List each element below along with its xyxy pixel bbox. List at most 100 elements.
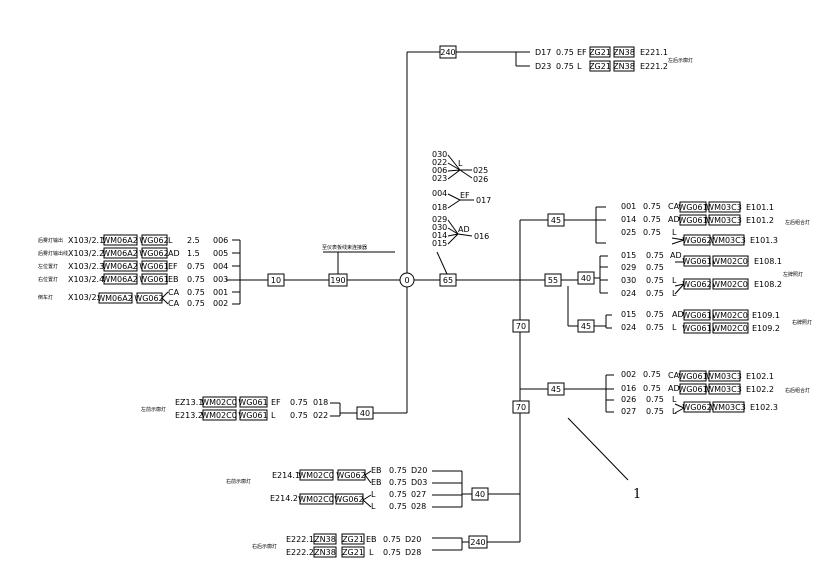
svg-text:0.75: 0.75 xyxy=(389,490,407,499)
svg-text:L: L xyxy=(271,411,276,420)
svg-text:0.75: 0.75 xyxy=(383,548,401,557)
svg-text:ZN38: ZN38 xyxy=(613,62,635,71)
svg-text:L: L xyxy=(672,228,677,237)
svg-text:WG062: WG062 xyxy=(336,471,365,480)
svg-text:CA: CA xyxy=(168,299,180,308)
svg-text:026: 026 xyxy=(473,175,488,184)
svg-text:030: 030 xyxy=(432,223,447,232)
svg-text:016: 016 xyxy=(621,384,636,393)
svg-text:EZ13.1: EZ13.1 xyxy=(175,398,203,407)
svg-text:E221.2: E221.2 xyxy=(640,62,668,71)
svg-text:WG062: WG062 xyxy=(334,495,363,504)
e108-caption: 左牌照灯 xyxy=(783,271,803,278)
svg-text:022: 022 xyxy=(313,411,328,420)
svg-text:006: 006 xyxy=(213,236,228,245)
svg-text:0.75: 0.75 xyxy=(389,502,407,511)
svg-text:后雾灯输出: 后雾灯输出 xyxy=(38,237,63,244)
node-190: 190 xyxy=(328,273,348,287)
svg-text:D20: D20 xyxy=(411,466,427,475)
svg-text:WM02C0: WM02C0 xyxy=(201,411,237,420)
svg-text:WM03C3: WM03C3 xyxy=(706,372,742,381)
svg-text:AD: AD xyxy=(672,310,684,319)
svg-text:018: 018 xyxy=(313,398,328,407)
callout-label: 1 xyxy=(633,487,641,502)
svg-text:CA: CA xyxy=(668,371,680,380)
e101-caption: 左后组合灯 xyxy=(785,219,810,226)
svg-text:L: L xyxy=(672,395,677,404)
svg-text:ZN38: ZN38 xyxy=(314,548,336,557)
svg-text:WG061: WG061 xyxy=(682,257,711,266)
svg-text:WM06A2: WM06A2 xyxy=(102,275,138,284)
svg-text:0.75: 0.75 xyxy=(643,228,661,237)
svg-text:WG062: WG062 xyxy=(682,403,711,412)
middle-connector-label: 至仪表板线束连接器 xyxy=(322,244,367,251)
svg-text:0.75: 0.75 xyxy=(646,263,664,272)
svg-text:WG061: WG061 xyxy=(678,372,707,381)
node-40-left: 40 xyxy=(356,406,374,420)
svg-text:WM02C0: WM02C0 xyxy=(712,280,748,289)
svg-text:WM02C0: WM02C0 xyxy=(298,471,334,480)
svg-text:EB: EB xyxy=(168,275,179,284)
svg-text:右位置灯: 右位置灯 xyxy=(38,276,58,283)
node-70-a: 70 xyxy=(512,319,530,333)
svg-text:240: 240 xyxy=(440,48,455,57)
svg-text:WM06A2: WM06A2 xyxy=(102,236,138,245)
svg-text:0.75: 0.75 xyxy=(643,202,661,211)
svg-text:WG062: WG062 xyxy=(134,294,163,303)
svg-text:WM02C0: WM02C0 xyxy=(712,324,748,333)
svg-text:AD: AD xyxy=(668,215,680,224)
svg-text:E102.1: E102.1 xyxy=(746,372,774,381)
svg-text:WM02C0: WM02C0 xyxy=(712,257,748,266)
svg-text:45: 45 xyxy=(551,385,561,394)
svg-text:CA: CA xyxy=(668,202,680,211)
svg-text:EF: EF xyxy=(460,191,470,200)
svg-text:017: 017 xyxy=(476,196,491,205)
node-240-top: 240 xyxy=(439,45,457,59)
svg-text:AD: AD xyxy=(458,225,470,234)
svg-text:E213.2: E213.2 xyxy=(175,411,203,420)
svg-text:L: L xyxy=(672,407,677,416)
svg-text:0.75: 0.75 xyxy=(646,289,664,298)
svg-text:ZG21: ZG21 xyxy=(589,62,611,71)
svg-text:E102.3: E102.3 xyxy=(750,403,778,412)
svg-text:WM03C3: WM03C3 xyxy=(706,216,742,225)
svg-text:WG061: WG061 xyxy=(139,262,168,271)
svg-text:0.75: 0.75 xyxy=(383,535,401,544)
svg-text:023: 023 xyxy=(432,174,447,183)
svg-text:014: 014 xyxy=(621,215,636,224)
svg-text:0.75: 0.75 xyxy=(187,262,205,271)
svg-text:WM02C0: WM02C0 xyxy=(712,311,748,320)
svg-text:L: L xyxy=(672,276,677,285)
group-e102: 002 0.75 CA WG061 WM03C3 E102.1 016 0.75… xyxy=(564,370,810,416)
svg-text:45: 45 xyxy=(551,216,561,225)
svg-text:E108.1: E108.1 xyxy=(754,257,782,266)
e102-caption: 右后组合灯 xyxy=(785,387,810,394)
svg-text:55: 55 xyxy=(548,276,558,285)
svg-text:WG062: WG062 xyxy=(682,280,711,289)
svg-text:015: 015 xyxy=(621,251,636,260)
svg-text:0.75: 0.75 xyxy=(556,62,574,71)
svg-text:190: 190 xyxy=(330,276,345,285)
svg-text:WM02C0: WM02C0 xyxy=(298,495,334,504)
svg-text:2.5: 2.5 xyxy=(187,236,200,245)
svg-text:WM06A2: WM06A2 xyxy=(97,294,133,303)
svg-text:1.5: 1.5 xyxy=(187,249,200,258)
svg-text:E214.1: E214.1 xyxy=(272,471,300,480)
group-e213: EZ13.1 WM02C0 WG061 EF 0.75 018 E213.2 W… xyxy=(141,396,357,421)
svg-text:027: 027 xyxy=(621,407,636,416)
svg-text:L: L xyxy=(577,62,582,71)
svg-text:004: 004 xyxy=(432,189,447,198)
svg-text:WG061: WG061 xyxy=(139,275,168,284)
svg-text:0.75: 0.75 xyxy=(187,275,205,284)
svg-text:D17: D17 xyxy=(535,48,551,57)
node-70-b: 70 xyxy=(512,400,530,414)
node-40-a: 40 xyxy=(577,271,595,285)
svg-text:WG061: WG061 xyxy=(682,324,711,333)
svg-text:L: L xyxy=(458,159,463,168)
svg-text:014: 014 xyxy=(432,231,447,240)
svg-text:0.75: 0.75 xyxy=(290,398,308,407)
svg-text:0: 0 xyxy=(404,276,409,285)
main-trunk-wires xyxy=(226,51,548,543)
svg-text:D28: D28 xyxy=(405,548,421,557)
svg-text:E101.3: E101.3 xyxy=(750,236,778,245)
